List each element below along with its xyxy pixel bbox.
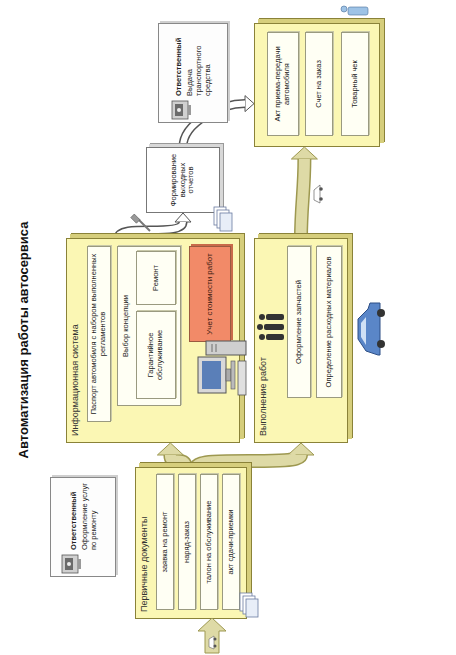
responsible-box: ОтветственныйОформление услуг по ремонту [50, 477, 116, 577]
box-text: Ремонт [152, 265, 161, 291]
document-box: акт сдачи-приемки [222, 474, 240, 610]
box-text: Информационная система [70, 324, 80, 436]
group-box: Акт приема-передачи автомобиля Счет на за… [254, 23, 380, 147]
report-box: Формирование выходных отчетов [146, 147, 220, 213]
box-text: Гарантийное обслуживание [147, 315, 164, 395]
highlight-box: Учет стоимости работ [189, 246, 231, 342]
option-box: Ремонт [136, 251, 176, 305]
box-text: Формирование выходных отчетов [170, 151, 196, 209]
person-icon [341, 6, 368, 15]
box-text: Паспорт автомобиля с набором выполненных… [90, 250, 107, 418]
process-box: Определение расходных материалов [316, 246, 342, 398]
car-icon [314, 185, 323, 203]
group-box: Выполнение работ Оформление запчастей Опре… [254, 238, 348, 443]
box-text: Выполнение работ [258, 341, 268, 436]
tool-icon [131, 214, 150, 231]
box-text: Определение расходных материалов [325, 257, 334, 388]
box-text: Счет на заказ [315, 60, 324, 108]
flow-arrow [157, 443, 185, 467]
group-box: Первичные документы заявка на ремонт наряд… [135, 467, 247, 619]
box-text: Ответственный [69, 481, 78, 550]
flow-arrow [197, 443, 314, 467]
choice-box: Выбор концепции Гарантийное обслуживание Р… [117, 246, 181, 406]
responsible-box: ОтветственныйВыдача транспортного средст… [158, 23, 228, 123]
box-text: акт сдачи-приемки [227, 510, 236, 575]
box-text: Учет стоимости работ [205, 253, 214, 335]
box-text: Ответственный [174, 27, 183, 96]
box-text: талон на обслуживание [205, 501, 214, 584]
document-box: Счет на заказ [305, 32, 333, 136]
process-box: Паспорт автомобиля с набором выполненных… [87, 246, 111, 422]
car-icon [358, 303, 385, 355]
box-text: Первичные документы [139, 517, 149, 612]
box-text: Оформление запчастей [295, 280, 304, 364]
option-box: Гарантийное обслуживание [136, 311, 176, 399]
document-box: Товарный чек [341, 32, 369, 136]
document-box: заявка на ремонт [156, 474, 174, 610]
document-box: талон на обслуживание [200, 474, 218, 610]
box-text: наряд-заказ [183, 521, 192, 563]
document-box: наряд-заказ [178, 474, 196, 610]
box-subtext: Выдача транспортного средства [185, 27, 212, 96]
box-text: Акт приема-передачи автомобиля [274, 36, 291, 132]
input-arrow [198, 618, 226, 653]
process-box: Оформление запчастей [287, 246, 311, 398]
box-text: заявка на ремонт [161, 512, 170, 573]
diagram-title: Автоматизация работы автосервиса [16, 165, 31, 515]
box-text: Товарный чек [351, 60, 360, 108]
box-text: Выбор концепции [122, 247, 131, 405]
box-subtext: Оформление услуг по ремонту [80, 481, 98, 550]
group-box: Информационная система Паспорт автомобиля… [66, 238, 240, 443]
flow-arrow [118, 213, 191, 238]
flow-arrow [291, 147, 317, 238]
document-box: Акт приема-передачи автомобиля [267, 32, 299, 136]
